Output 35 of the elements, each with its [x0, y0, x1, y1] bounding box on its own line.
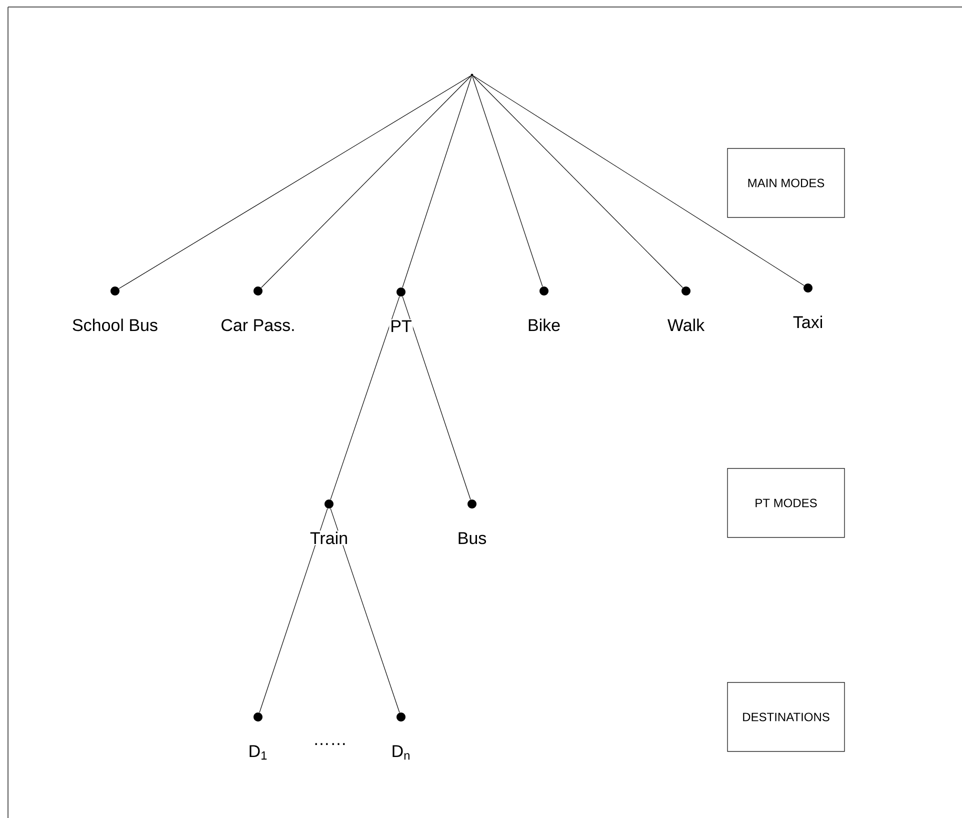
- dot: [804, 283, 812, 292]
- dot-label: PT: [389, 319, 413, 333]
- ellipsis-label: ……: [315, 743, 345, 745]
- dot: [468, 499, 476, 508]
- connector-line: [472, 76, 683, 288]
- dot: [324, 499, 334, 508]
- dot-label: Bus: [456, 531, 488, 546]
- dot: [396, 712, 406, 722]
- dot: [396, 287, 406, 296]
- connector-line: [402, 76, 472, 288]
- dot-label: Bike: [526, 318, 562, 332]
- connector-line: [330, 508, 400, 713]
- label-box: PT MODES: [727, 468, 845, 538]
- dot-label: Walk: [666, 318, 706, 332]
- connector-line: [261, 76, 472, 288]
- connector-line: [330, 296, 400, 500]
- connector-line: [472, 76, 543, 287]
- connector-line: [259, 508, 328, 713]
- dot-label: Car Pass.: [220, 318, 296, 332]
- dot: [110, 286, 120, 296]
- dot-label: D$_{1}$: [247, 744, 269, 761]
- dot: [682, 286, 690, 296]
- connector-line: [402, 296, 471, 500]
- junction-point: [470, 74, 474, 76]
- connector-line: [118, 75, 472, 289]
- label-box: MAIN MODES: [727, 148, 845, 218]
- dot: [540, 286, 548, 296]
- label-box: DESTINATIONS: [727, 682, 845, 752]
- dot: [254, 286, 262, 296]
- dot-label: D$_{n}$: [390, 744, 412, 761]
- dot-label: Taxi: [792, 314, 824, 330]
- connector-line: [472, 75, 804, 286]
- dot-label: Train: [308, 530, 350, 546]
- dot: [254, 712, 262, 722]
- dot-label: School Bus: [71, 318, 159, 332]
